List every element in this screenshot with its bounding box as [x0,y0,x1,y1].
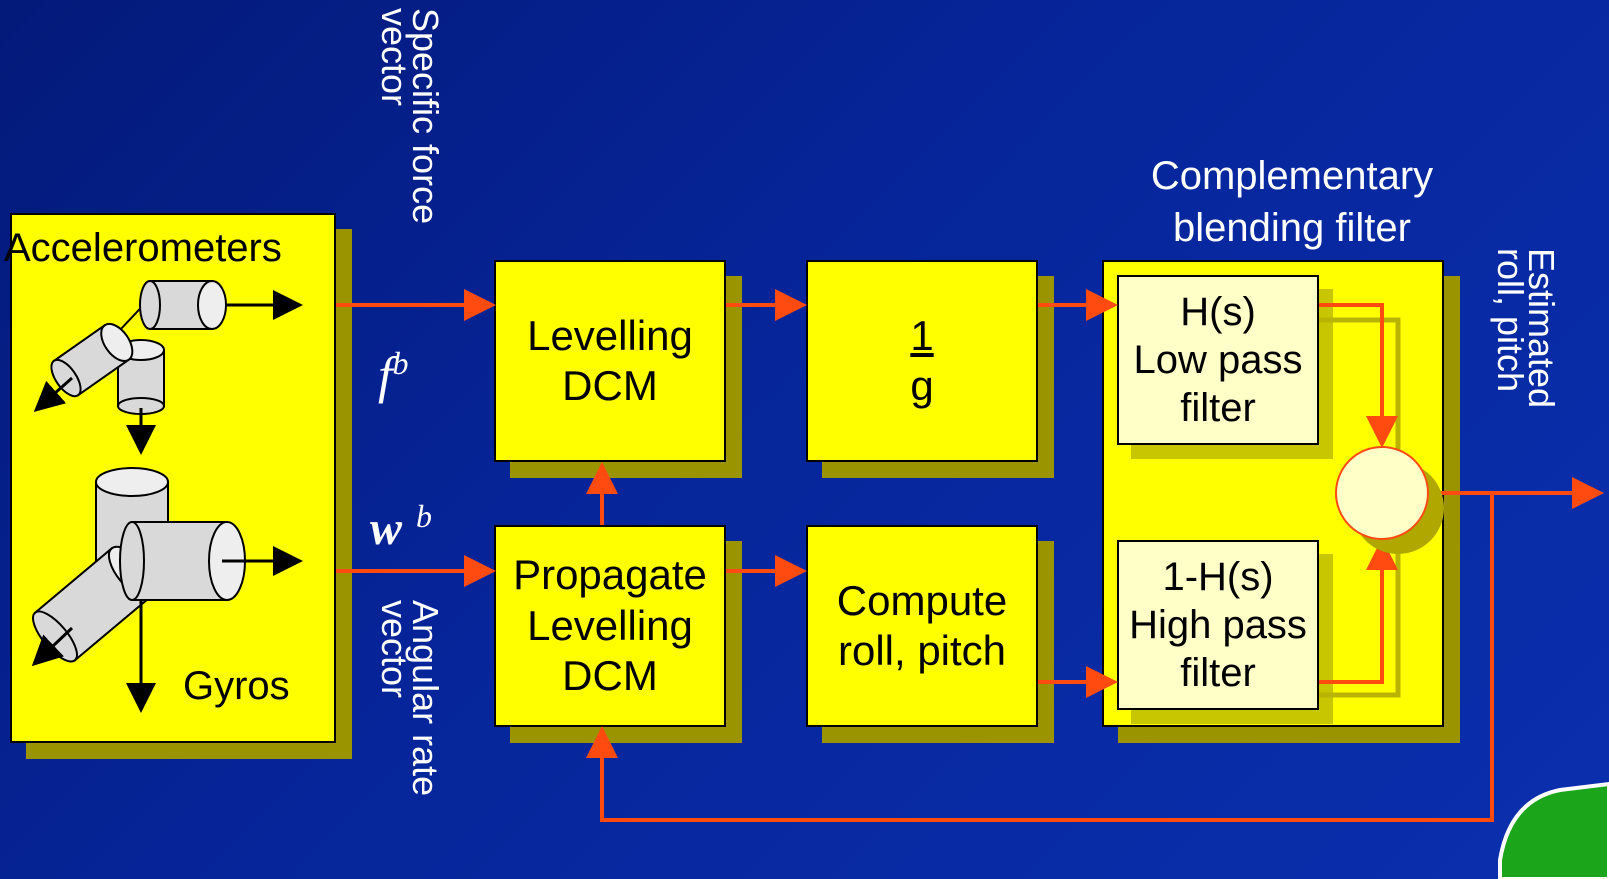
levelling-dcm-block: Levelling DCM [494,260,726,462]
f-symbol: fb [378,345,409,405]
feedback-arrow [586,493,1494,822]
f-superscript: b [392,345,409,381]
high-pass-filter-block: 1-H(s) High pass filter [1117,540,1319,710]
accelerometers-label: Accelerometers [4,226,282,270]
one-over-g-denominator: g [910,362,934,409]
gyros-label: Gyros [183,664,290,708]
highpass-to-sum-arrow [1319,538,1398,684]
w-superscript: b [416,498,433,534]
compute-roll-pitch-block: Compute roll, pitch [806,525,1038,727]
one-over-g-block: 1 g [806,260,1038,462]
complementary-filter-title: Complementary blending filter [1150,154,1434,250]
one-over-g-numerator: 1 [910,311,934,359]
propagate-dcm-block: Propagate Levelling DCM [494,525,726,727]
lowpass-to-sum-arrow [1319,303,1398,448]
logo-corner [1498,781,1609,879]
low-pass-filter-block: H(s) Low pass filter [1117,275,1319,445]
